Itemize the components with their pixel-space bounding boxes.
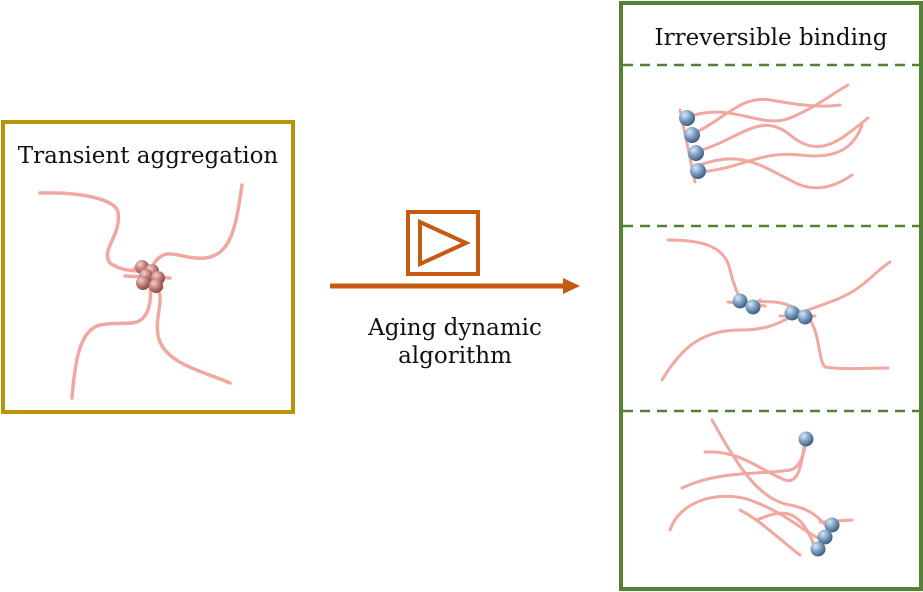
algorithm-caption-line2: algorithm xyxy=(398,343,512,369)
polymer-chain xyxy=(683,83,850,123)
polymer-chain xyxy=(147,183,244,280)
process-arrow xyxy=(330,278,580,294)
polymer-chain xyxy=(755,511,817,550)
polymer-chain xyxy=(688,97,842,137)
polymer-chain xyxy=(660,313,797,382)
polymer-chain xyxy=(148,278,232,385)
bound-beads xyxy=(679,110,706,179)
polymer-chain xyxy=(70,281,153,400)
right-box-title: Irreversible binding xyxy=(655,25,888,51)
bound-beads xyxy=(798,431,840,557)
panel-middle xyxy=(660,238,892,382)
aggregate-cluster xyxy=(135,260,165,293)
polymer-chains-left xyxy=(38,183,244,400)
play-triangle-icon xyxy=(406,210,480,276)
left-box-title: Transient aggregation xyxy=(18,143,279,169)
irreversible-binding-panel: Irreversible binding xyxy=(619,1,923,591)
polymer-chain xyxy=(703,438,807,483)
polymer-chain xyxy=(38,191,152,274)
transient-aggregation-panel: Transient aggregation xyxy=(1,120,295,414)
panel-top xyxy=(678,83,870,190)
aging-algorithm: Aging dynamic algorithm xyxy=(330,210,580,369)
right-box-border xyxy=(619,1,923,591)
polymer-chain xyxy=(693,116,870,154)
bound-beads xyxy=(732,293,813,325)
polymer-chain xyxy=(680,438,808,490)
left-box-border xyxy=(1,120,295,414)
polymer-chain xyxy=(738,508,802,557)
algorithm-caption-line1: Aging dynamic xyxy=(367,315,542,341)
panel-bottom xyxy=(668,418,854,557)
polymer-chain xyxy=(793,260,892,317)
polymer-chain xyxy=(698,157,854,190)
polymer-chain xyxy=(743,300,890,371)
polymer-chain xyxy=(695,123,864,174)
polymer-chain xyxy=(668,494,824,542)
polymer-chain xyxy=(666,238,747,305)
